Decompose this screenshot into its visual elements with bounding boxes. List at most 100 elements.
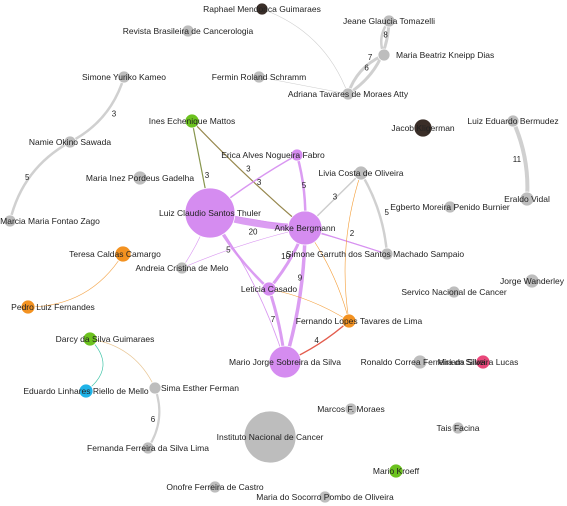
node-label-erica: Erica Alves Nogueira Fabro <box>221 150 325 160</box>
edge-darcy-eduardo <box>85 338 104 392</box>
node-label-marioK: Mario Kroeff <box>373 466 420 476</box>
edge-weight-label: 7 <box>368 53 373 62</box>
node-label-livia: Livia Costa de Oliveira <box>318 168 403 178</box>
edge-weight-label: 4 <box>314 336 319 345</box>
edge-weight-label: 8 <box>383 30 388 39</box>
edge-weight-label: 20 <box>249 227 258 236</box>
node-pedro[interactable] <box>20 299 36 315</box>
node-simoneG[interactable] <box>380 247 394 261</box>
edge-weight-label: 5 <box>302 181 307 190</box>
edge-luizE-eraldo <box>511 120 530 200</box>
node-label-namie: Namie Okino Sawada <box>29 137 111 147</box>
edge-weight-label: 7 <box>271 315 276 324</box>
edge-ines-anke <box>191 120 306 229</box>
node-label-socorro: Maria do Socorro Pombo de Oliveira <box>256 492 394 502</box>
edge-weight-label: 3 <box>333 193 338 202</box>
node-anke[interactable] <box>287 210 323 246</box>
node-ines[interactable] <box>184 113 200 129</box>
edge-weight-label: 9 <box>298 274 303 283</box>
node-label-ronaldo: Ronaldo Correa Ferreira da Silva <box>361 357 486 367</box>
edge-livia-fernandoL <box>344 172 362 322</box>
node-andreia[interactable] <box>175 261 189 275</box>
node-label-andreia: Andreia Cristina de Melo <box>135 263 228 273</box>
node-raphael[interactable] <box>255 2 269 16</box>
node-label-jeane: Jeane Glaucia Tomazelli <box>343 16 435 26</box>
node-marioK[interactable] <box>388 463 404 479</box>
node-marioJ[interactable] <box>268 345 302 379</box>
node-label-simoneK: Simone Yuriko Kameo <box>82 72 166 82</box>
node-eduardo[interactable] <box>78 383 94 399</box>
edge-weight-label: 5 <box>385 208 390 217</box>
node-fernandaF[interactable] <box>141 441 155 455</box>
node-inca[interactable] <box>243 410 297 464</box>
edge-weight-label: 10 <box>281 252 290 261</box>
node-egberto[interactable] <box>443 200 457 214</box>
node-darcy[interactable] <box>82 331 98 347</box>
node-fernandoL[interactable] <box>341 313 357 329</box>
node-label-simoneG: Simone Garruth dos Santos Machado Sampai… <box>286 249 464 259</box>
node-label-jorgeW: Jorge Wanderley <box>500 276 565 286</box>
node-label-luizE: Luiz Eduardo Bermudez <box>467 116 558 126</box>
node-marciaZ[interactable] <box>3 214 17 228</box>
node-servico[interactable] <box>447 285 461 299</box>
edge-weight-label: 6 <box>151 415 156 424</box>
node-label-anke: Anke Bergmann <box>275 223 336 233</box>
edge-weight-label: 6 <box>364 63 369 72</box>
edge-weight-label: 3 <box>257 178 262 187</box>
node-mariaInez[interactable] <box>132 170 148 186</box>
node-label-eraldo: Eraldo Vidal <box>504 194 550 204</box>
node-label-fernandoL: Fernando Lopes Tavares de Lima <box>296 316 423 326</box>
node-label-beatriz: Maria Beatriz Kneipp Dias <box>396 50 494 60</box>
node-marcosM[interactable] <box>344 402 358 416</box>
node-jeane[interactable] <box>382 14 396 28</box>
node-namie[interactable] <box>63 135 77 149</box>
node-beatriz[interactable] <box>377 48 391 62</box>
node-label-marcosM: Marcos F. Moraes <box>317 404 385 414</box>
node-label-darcy: Darcy da Silva Guimaraes <box>56 334 155 344</box>
node-luizC[interactable] <box>184 187 236 239</box>
node-label-adriana: Adriana Tavares de Moraes Atty <box>288 89 409 99</box>
edge-raphael-adriana <box>261 8 349 95</box>
node-label-ines: Ines Echenique Mattos <box>149 116 235 126</box>
node-label-tais: Tais Facina <box>437 423 480 433</box>
node-label-fernandaF: Fernanda Ferreira da Silva Lima <box>87 443 209 453</box>
edge-weight-label: 3 <box>112 109 117 118</box>
node-luizE[interactable] <box>506 114 520 128</box>
node-fermin[interactable] <box>252 70 266 84</box>
node-adriana[interactable] <box>341 87 355 101</box>
edge-simoneK-namie <box>69 76 126 144</box>
node-label-servico: Servico Nacional de Cancer <box>401 287 507 297</box>
node-label-teresa: Teresa Caldas Camargo <box>69 249 161 259</box>
node-socorro[interactable] <box>318 490 332 504</box>
node-livia[interactable] <box>353 165 369 181</box>
node-erica[interactable] <box>290 148 304 162</box>
node-label-leticia: Leticia Casado <box>241 284 298 294</box>
node-layer <box>3 2 540 504</box>
node-label-jacob: Jacob Kligerman <box>391 123 455 133</box>
node-simoneK[interactable] <box>117 70 131 84</box>
node-label-marciaZ: Marcia Maria Fontao Zago <box>0 216 100 226</box>
node-eraldo[interactable] <box>519 191 535 207</box>
node-teresa[interactable] <box>114 245 132 263</box>
node-jorgeW[interactable] <box>524 273 540 289</box>
edge-weight-label: 3 <box>246 164 251 173</box>
node-label-egberto: Egberto Moreira Penido Burnier <box>390 202 510 212</box>
edge-weight-label: 11 <box>513 155 522 164</box>
node-onofre[interactable] <box>208 480 222 494</box>
node-leticia[interactable] <box>261 281 277 297</box>
node-tais[interactable] <box>451 421 465 435</box>
node-label-mariaInez: Maria Inez Pordeus Gadelha <box>86 173 194 183</box>
edge-jeane-adriana <box>347 20 391 96</box>
node-label-miriam: Miriam Silveira Lucas <box>438 357 519 367</box>
node-miriam[interactable] <box>475 354 491 370</box>
edge-darcy-sima <box>89 338 156 389</box>
node-revista[interactable] <box>181 24 195 38</box>
node-label-marioJ: Mario Jorge Sobreira da Silva <box>229 357 341 367</box>
node-sima[interactable] <box>148 381 162 395</box>
node-ronaldo[interactable] <box>412 354 428 370</box>
node-jacob[interactable] <box>413 118 433 138</box>
